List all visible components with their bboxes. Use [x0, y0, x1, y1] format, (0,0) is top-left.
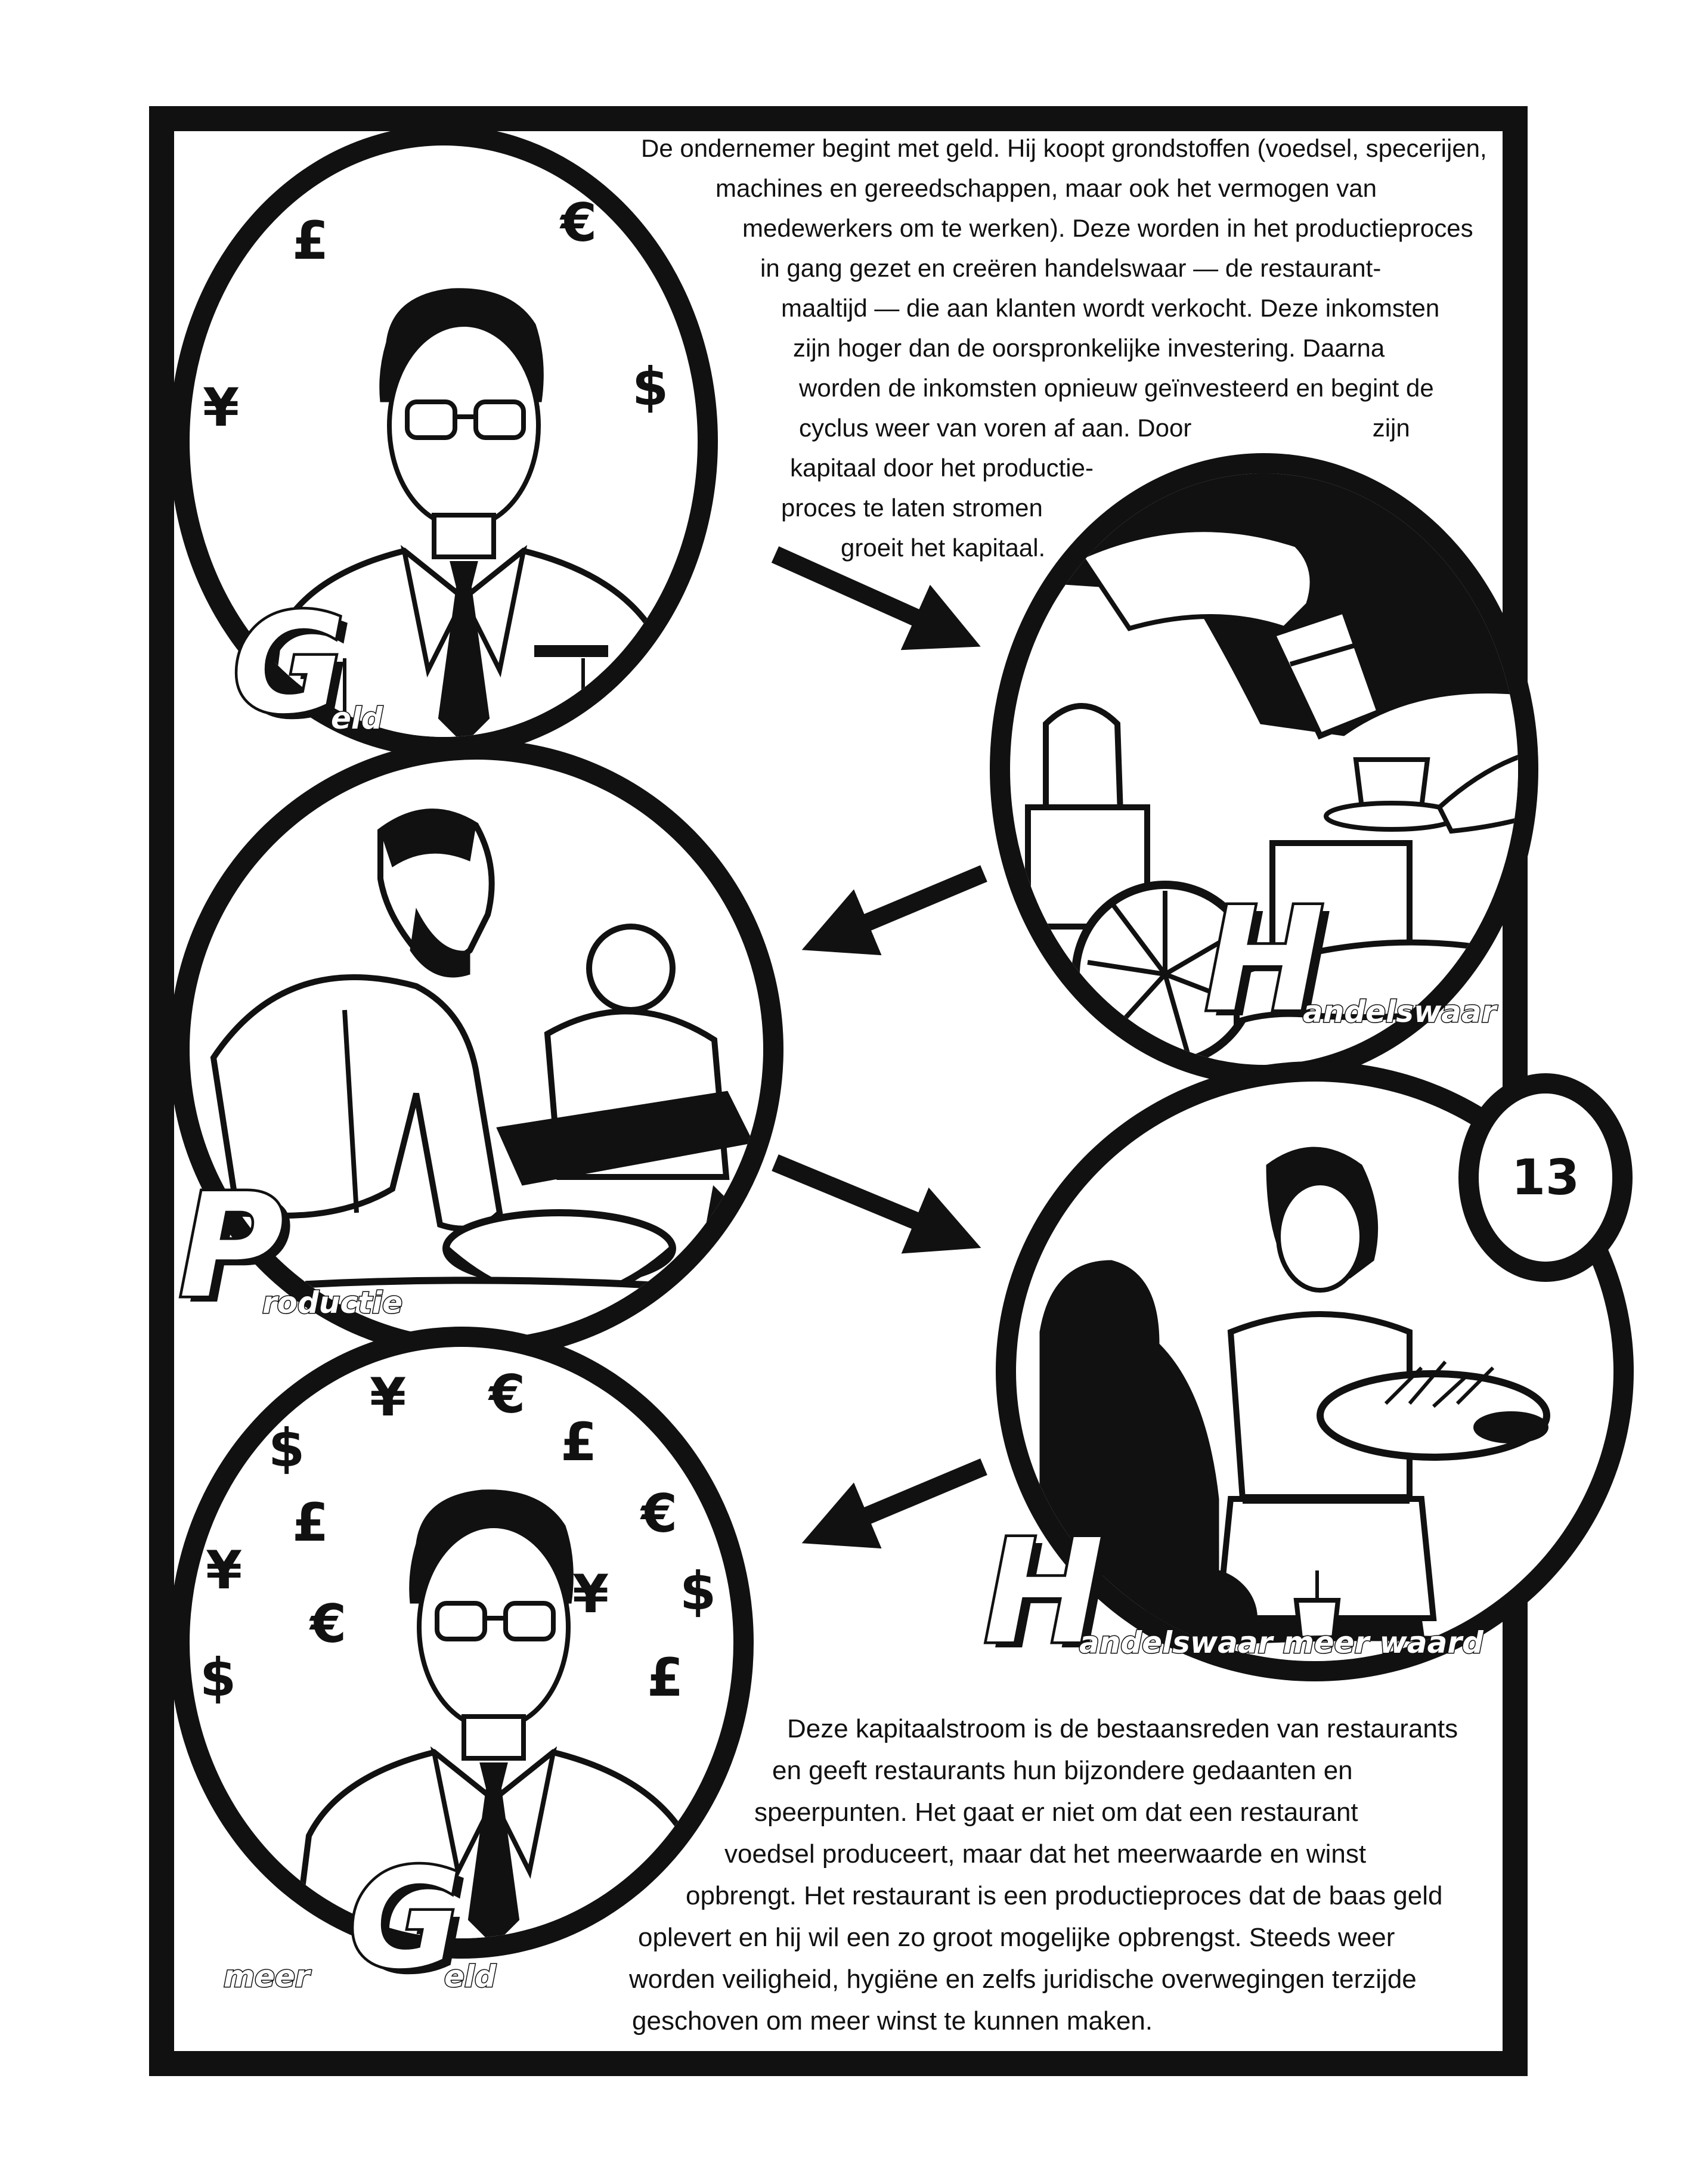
intro-line: proces te laten stromen: [781, 494, 1043, 522]
page-number-badge: 13: [1458, 1073, 1633, 1282]
intro-line: in gang gezet en creëren handelswaar — d…: [760, 254, 1382, 282]
yen-symbol: ¥: [572, 1563, 609, 1625]
dollar-symbol: $: [268, 1417, 305, 1479]
pound-symbol: £: [647, 1647, 684, 1708]
closing-line: speerpunten. Het gaat er niet om dat een…: [754, 1798, 1358, 1827]
intro-line: De ondernemer begint met geld. Hij koopt…: [641, 134, 1487, 162]
yen-symbol: ¥: [206, 1539, 243, 1601]
intro-line: cyclus weer van voren af aan. Door zijn: [799, 414, 1410, 442]
handelswaar-meer-waard-word: andelswaar meer waard: [1079, 1625, 1485, 1660]
pound-symbol: £: [292, 1492, 329, 1553]
handelswaar-circle: [990, 453, 1538, 1085]
closing-text: Deze kapitaalstroom is de bestaansreden …: [0, 1708, 1688, 2042]
closing-line: geschoven om meer winst te kunnen maken.: [632, 2006, 1153, 2036]
intro-line: maaltijd — die aan klanten wordt verkoch…: [781, 294, 1440, 322]
intro-line: groeit het kapitaal.: [841, 534, 1046, 562]
handelswaar-meer-waard-letter: H: [981, 1508, 1107, 1675]
cooks-illustration: [210, 808, 763, 1339]
meer-geld-word: eld: [444, 1959, 497, 1994]
intro-line: medewerkers om te werken). Deze worden i…: [742, 214, 1473, 242]
pound-symbol: £: [292, 210, 329, 271]
businessman-illustration-2: [293, 1489, 705, 1938]
euro-symbol: €: [560, 192, 597, 253]
pound-symbol: £: [560, 1411, 597, 1473]
closing-line: Deze kapitaalstroom is de bestaansreden …: [787, 1714, 1458, 1743]
productie-letter: P: [176, 1163, 287, 1330]
handelswaar-word: andelswaar: [1302, 995, 1497, 1029]
coffee-and-ingredients-illustration: [1010, 473, 1518, 1065]
closing-line: opbrengt. Het restaurant is een producti…: [686, 1881, 1443, 1910]
dollar-symbol: $: [200, 1647, 237, 1708]
euro-symbol: €: [489, 1364, 526, 1425]
intro-text: De ondernemer begint met geld. Hij koopt…: [0, 128, 1688, 568]
geld-word: eld: [330, 701, 384, 736]
businessman-illustration: [263, 288, 675, 737]
euro-symbol: €: [641, 1483, 678, 1544]
yen-symbol: ¥: [203, 377, 240, 438]
waitress-illustration: [1039, 1147, 1613, 1661]
page-number: 13: [1511, 1149, 1580, 1206]
handelswaar-letter: H: [1202, 876, 1327, 1043]
closing-line: en geeft restaurants hun bijzondere geda…: [772, 1756, 1353, 1785]
closing-line: oplevert en hij wil een zo groot mogelij…: [638, 1923, 1395, 1952]
intro-line: zijn hoger dan de oorspronkelijke invest…: [793, 334, 1385, 362]
intro-line: kapitaal door het productie-: [790, 454, 1094, 482]
dollar-symbol: $: [680, 1560, 717, 1622]
intro-line: worden de inkomsten opnieuw geïnvesteerd…: [799, 374, 1434, 402]
intro-line: machines en gereedschappen, maar ook het…: [716, 174, 1377, 202]
dollar-symbol: $: [632, 356, 669, 417]
closing-line: voedsel produceert, maar dat het meerwaa…: [724, 1839, 1367, 1869]
euro-symbol: €: [310, 1593, 347, 1655]
meer-geld-letter: G: [346, 1840, 464, 1999]
productie-word: roductie: [262, 1285, 404, 1320]
geld-letter: G: [230, 585, 348, 744]
closing-line: worden veiligheid, hygiëne en zelfs juri…: [629, 1965, 1417, 1994]
meer-geld-prefix: meer: [223, 1959, 311, 1994]
yen-symbol: ¥: [370, 1367, 407, 1428]
